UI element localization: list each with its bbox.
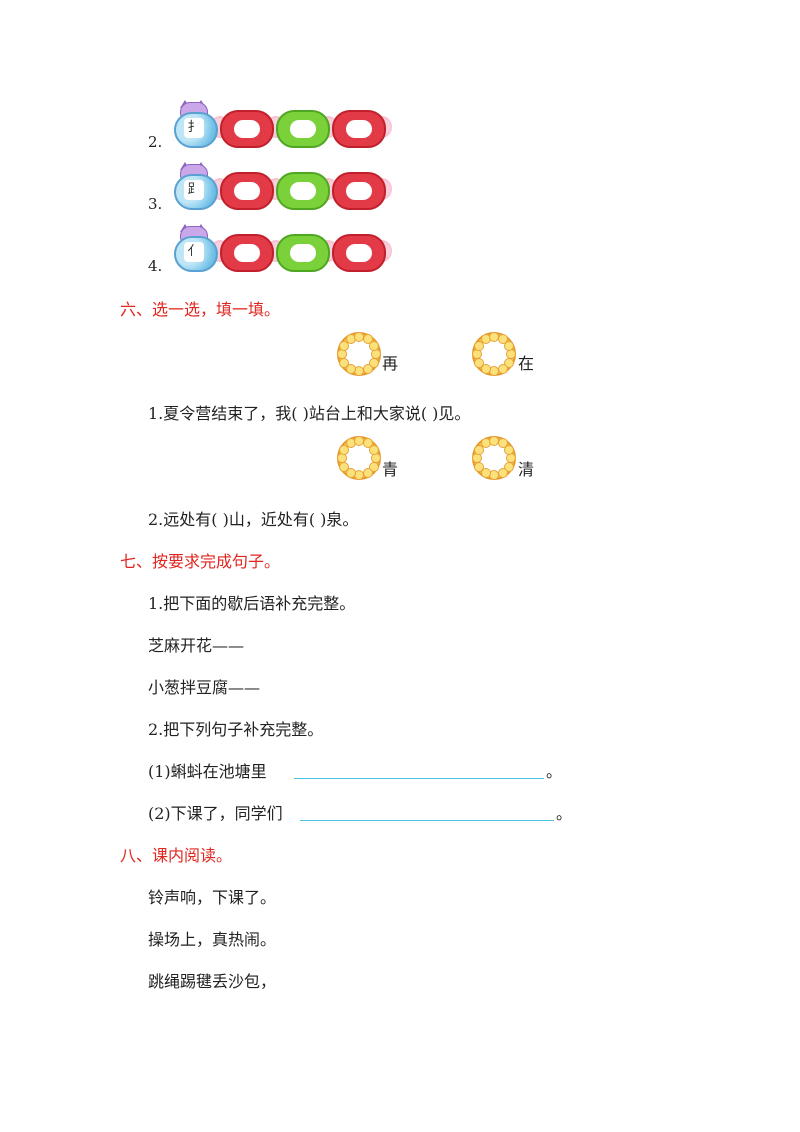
option-label: 在 [518,354,535,373]
petal-dot [339,461,350,472]
petal-dot [368,444,379,455]
petal-dot [339,340,350,351]
sentence-end: 。 [546,762,563,781]
sentence-prefix-1: (1)蝌蚪在池塘里 [148,762,267,781]
petal-dot [354,366,364,376]
petal-dot [503,357,514,368]
petal-dot [489,470,499,480]
item-number: 4. [148,257,163,275]
petal-dot [474,340,485,351]
petal-dot [368,461,379,472]
reading-line: 铃声响，下课了。 [148,888,277,907]
sunflower-blank[interactable] [472,332,516,376]
petal-dot [339,444,350,455]
petal-dot [368,340,379,351]
caterpillar-head: 𧾷 [166,162,222,210]
petal-dot [480,467,491,478]
question-1: 1.夏令营结束了，我( )站台上和大家说( )见。 [148,404,471,423]
reading-line: 跳绳踢毽丢沙包， [148,972,277,991]
answer-slot[interactable] [332,110,386,148]
petal-dot [362,334,373,345]
caterpillar: 亻 [166,224,406,272]
petal-dot [472,349,482,359]
option-label: 青 [382,460,399,479]
sentence-end: 。 [556,804,573,823]
answer-slot[interactable] [220,234,274,272]
caterpillar-head: 亻 [166,224,222,272]
petal-dot [339,357,350,368]
fill-blank-line[interactable] [294,778,544,779]
option-label: 再 [382,354,399,373]
caterpillar-head: 扌 [166,100,222,148]
answer-slot[interactable] [220,110,274,148]
petal-dot [472,453,482,463]
answer-slot[interactable] [276,110,330,148]
sentence-prefix-2: (2)下课了，同学们 [148,804,283,823]
reading-line: 操场上，真热闹。 [148,930,277,949]
petal-dot [368,357,379,368]
section-heading-7: 七、按要求完成句子。 [120,552,281,571]
petal-dot [337,453,347,463]
petal-dot [497,334,508,345]
item-number: 2. [148,133,163,151]
instruction-1: 1.把下面的歇后语补充完整。 [148,594,356,613]
petal-dot [337,349,347,359]
proverb-1: 芝麻开花—— [148,636,245,655]
petal-dot [362,363,373,374]
answer-slot[interactable] [276,172,330,210]
section-heading-8: 八、课内阅读。 [120,846,233,865]
petal-dot [497,438,508,449]
petal-dot [474,461,485,472]
sunflower-blank[interactable] [337,436,381,480]
petal-dot [474,444,485,455]
answer-slot[interactable] [332,234,386,272]
petal-dot [489,366,499,376]
petal-dot [480,363,491,374]
petal-dot [345,363,356,374]
petal-dot [362,467,373,478]
radical-label: 亻 [184,242,204,262]
proverb-2: 小葱拌豆腐—— [148,678,261,697]
sunflower-blank[interactable] [337,332,381,376]
petal-dot [354,470,364,480]
caterpillar: 𧾷 [166,162,406,210]
option-label: 清 [518,460,535,479]
petal-dot [497,363,508,374]
sunflower-blank[interactable] [472,436,516,480]
answer-slot[interactable] [276,234,330,272]
fill-blank-line[interactable] [300,820,554,821]
petal-dot [345,467,356,478]
section-heading-6: 六、选一选，填一填。 [120,300,281,319]
petal-dot [497,467,508,478]
answer-slot[interactable] [332,172,386,210]
petal-dot [503,461,514,472]
answer-slot[interactable] [220,172,274,210]
radical-label: 扌 [184,118,204,138]
item-number: 3. [148,195,163,213]
caterpillar: 扌 [166,100,406,148]
petal-dot [474,357,485,368]
petal-dot [362,438,373,449]
radical-label: 𧾷 [184,180,204,200]
instruction-2: 2.把下列句子补充完整。 [148,720,324,739]
petal-dot [503,444,514,455]
petal-dot [503,340,514,351]
question-2: 2.远处有( )山，近处有( )泉。 [148,510,359,529]
